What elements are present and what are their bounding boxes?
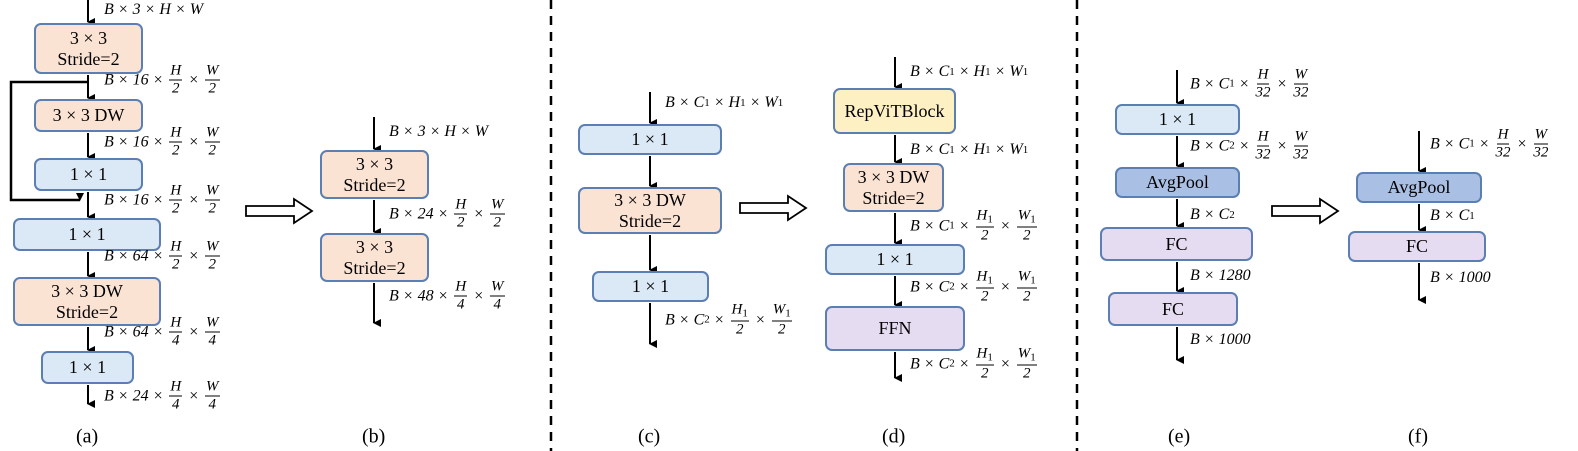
- panel-f-block-2: FC: [1348, 231, 1486, 262]
- block-label: 3 × 3 DW: [52, 105, 125, 126]
- transform-arrow-a-to-b: [245, 197, 314, 225]
- panel-d-block-3: 1 × 1: [825, 244, 965, 275]
- panel-e-caption: (e): [1168, 425, 1191, 448]
- panel-e-block-4: FC: [1108, 292, 1238, 326]
- panel-e-block-3: FC: [1100, 227, 1253, 261]
- residual-connection-arrow: [9, 80, 88, 202]
- tensor-shape-label: B × 1000: [1190, 331, 1251, 348]
- panel-f-caption: (f): [1408, 425, 1428, 448]
- block-label: 1 × 1: [1158, 109, 1197, 130]
- tensor-shape-label: B × 3 × H × W: [104, 1, 204, 18]
- panel-d-block-4: FFN: [825, 306, 965, 351]
- panel-b-caption: (b): [362, 425, 386, 448]
- transform-arrow-e-to-f: [1271, 197, 1340, 225]
- block-label: Stride=2: [862, 187, 925, 208]
- tensor-shape-label: B × 1000: [1430, 269, 1491, 286]
- block-label: 1 × 1: [68, 357, 107, 378]
- block-label: Stride=2: [55, 301, 119, 322]
- panel-a-caption: (a): [76, 425, 99, 448]
- block-label: Stride=2: [57, 48, 120, 69]
- tensor-shape-label: B × 3 × H × W: [389, 123, 489, 140]
- panel-a-block-6: 1 × 1: [41, 351, 134, 384]
- block-label: 3 × 3 DW: [51, 280, 123, 301]
- block-label: 1 × 1: [876, 249, 914, 270]
- block-label: AvgPool: [1387, 177, 1451, 198]
- panel-c-block-3: 1 × 1: [592, 271, 709, 302]
- panel-d-block-1: RepViTBlock: [833, 88, 956, 134]
- panel-f-block-1: AvgPool: [1356, 172, 1482, 203]
- block-label: 1 × 1: [631, 129, 669, 150]
- block-label: AvgPool: [1146, 172, 1209, 193]
- panel-a-block-2: 3 × 3 DW: [34, 99, 143, 132]
- block-label: 1 × 1: [631, 276, 670, 297]
- block-label: RepViTBlock: [844, 100, 945, 121]
- block-label: FFN: [878, 318, 912, 339]
- block-label: 1 × 1: [68, 224, 106, 245]
- block-label: Stride=2: [343, 174, 406, 195]
- panel-c-caption: (c): [638, 425, 661, 448]
- panel-a-block-4: 1 × 1: [13, 218, 161, 251]
- transform-arrow-c-to-d: [739, 194, 808, 222]
- tensor-shape-label: B × 1280: [1190, 267, 1251, 284]
- block-label: FC: [1165, 233, 1188, 254]
- block-label: Stride=2: [343, 257, 406, 278]
- block-label: 3 × 3: [355, 153, 394, 174]
- block-label: 3 × 3: [355, 236, 394, 257]
- panel-d-caption: (d): [882, 425, 906, 448]
- panel-e-block-1: 1 × 1: [1115, 104, 1240, 135]
- block-label: FC: [1405, 236, 1429, 257]
- panel-c-block-1: 1 × 1: [578, 124, 722, 155]
- block-label: 3 × 3: [69, 27, 108, 48]
- block-label: Stride=2: [618, 210, 682, 231]
- block-label: 3 × 3 DW: [857, 166, 930, 187]
- panel-a-block-3: 1 × 1: [34, 158, 143, 191]
- block-label: 1 × 1: [69, 164, 108, 185]
- block-label: 3 × 3 DW: [614, 189, 686, 210]
- block-label: FC: [1161, 298, 1185, 319]
- panel-e-block-2: AvgPool: [1115, 167, 1240, 198]
